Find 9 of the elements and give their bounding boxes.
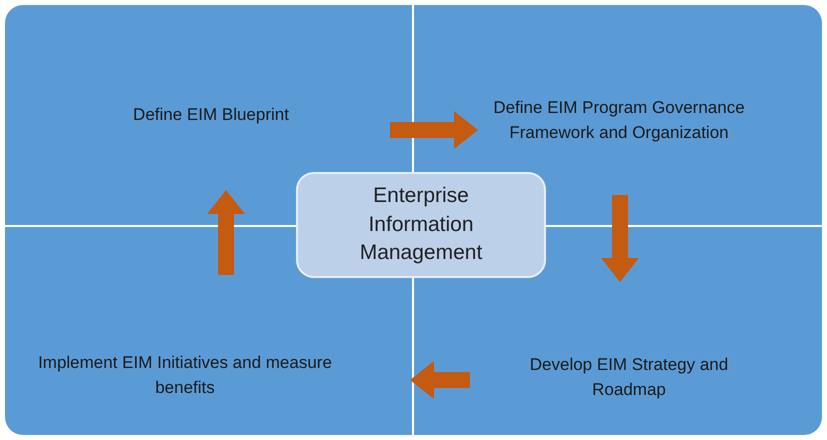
arrow: [601, 195, 639, 282]
node-label: Implement EIM Initiatives and measure benefits: [37, 352, 333, 399]
node-label: Enterprise Information Management: [358, 183, 484, 266]
arrow: [207, 190, 245, 275]
arrow: [410, 361, 470, 399]
arrow: [390, 111, 478, 149]
node-label: Define EIM Program Governance Framework and Organization: [492, 96, 746, 144]
center-box: [296, 172, 546, 278]
node-label: Develop EIM Strategy and Roadmap: [528, 354, 730, 401]
